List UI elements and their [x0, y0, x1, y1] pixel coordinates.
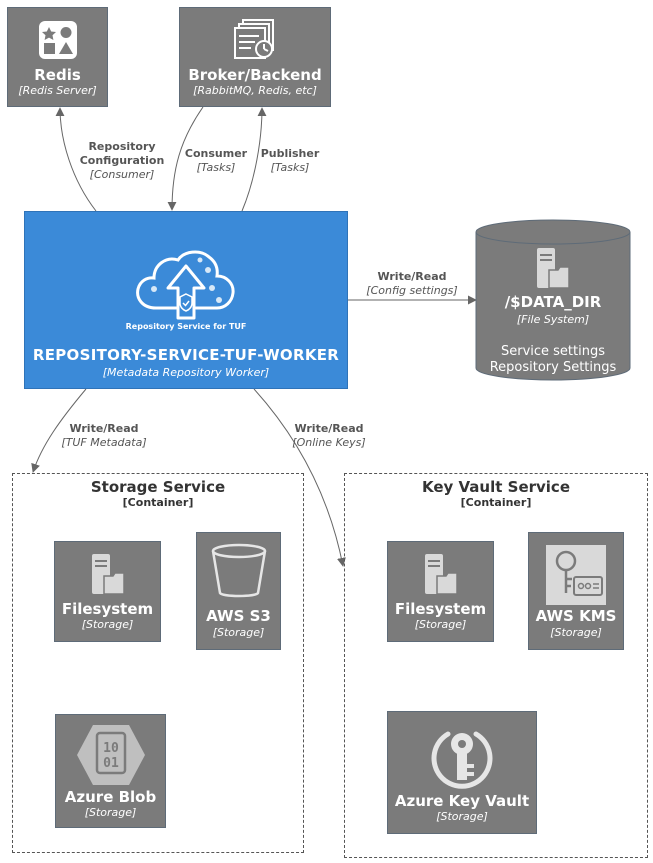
- azure-key-vault-title: Azure Key Vault: [394, 792, 530, 810]
- arrow-worker-to-redis: [55, 107, 97, 212]
- shapes-icon: [8, 20, 107, 60]
- redis-node[interactable]: Redis [Redis Server]: [7, 7, 108, 107]
- storage-filesystem-title: Filesystem: [61, 600, 154, 618]
- svg-text:01: 01: [103, 756, 119, 771]
- aws-s3-tech: [Storage]: [212, 626, 265, 639]
- relation-label-repo-config: Repository Configuration [Consumer]: [79, 140, 165, 181]
- aws-s3-node[interactable]: AWS S3 [Storage]: [196, 532, 281, 650]
- key-vault-service-title: Key Vault Service: [421, 478, 570, 496]
- azure-blob-title: Azure Blob: [64, 788, 157, 806]
- broker-tech: [RabbitMQ, Redis, etc]: [193, 84, 317, 97]
- server-folder-icon: [476, 246, 630, 290]
- broker-title: Broker/Backend: [188, 66, 322, 84]
- arrow-worker-to-broker: [241, 107, 267, 212]
- data-dir-description-line2: Repository Settings: [489, 360, 617, 375]
- redis-title: Redis: [34, 66, 81, 84]
- keyvault-filesystem-tech: [Storage]: [414, 618, 467, 631]
- azure-key-vault-tech: [Storage]: [436, 810, 488, 823]
- arrow-broker-to-worker: [167, 106, 204, 211]
- data-dir-tech: [File System]: [516, 313, 590, 326]
- azure-blob-tech: [Storage]: [84, 806, 137, 819]
- keyvault-filesystem-title: Filesystem: [394, 600, 487, 618]
- aws-kms-node[interactable]: AWS KMS [Storage]: [528, 532, 624, 650]
- broker-node[interactable]: Broker/Backend [RabbitMQ, Redis, etc]: [179, 7, 331, 107]
- storage-service-title: Storage Service: [90, 478, 226, 496]
- arrow-worker-to-storage: [31, 388, 87, 473]
- relation-label-config-rw: Write/Read [Config settings]: [366, 270, 458, 297]
- keyhole-icon: [388, 724, 536, 792]
- worker-tech: [Metadata Repository Worker]: [102, 366, 270, 379]
- storage-filesystem-tech: [Storage]: [81, 618, 134, 631]
- key-vault-service-boundary: Key Vault Service [Container]: [344, 473, 648, 858]
- aws-kms-title: AWS KMS: [535, 607, 617, 625]
- cloud-upload-icon: [25, 248, 347, 322]
- aws-kms-tech: [Storage]: [550, 626, 602, 639]
- worker-title: REPOSITORY-SERVICE-TUF-WORKER: [32, 346, 340, 364]
- svg-text:10: 10: [103, 741, 119, 756]
- azure-blob-node[interactable]: 10 01 Azure Blob [Storage]: [55, 714, 166, 828]
- azure-key-vault-node[interactable]: Azure Key Vault [Storage]: [387, 711, 537, 834]
- data-dir-description-line1: Service settings: [500, 344, 606, 359]
- keyvault-filesystem-node[interactable]: Filesystem [Storage]: [387, 541, 494, 642]
- storage-filesystem-node[interactable]: Filesystem [Storage]: [54, 541, 161, 642]
- relation-label-keys-rw: Write/Read [Online Keys]: [292, 422, 366, 449]
- redis-tech: [Redis Server]: [18, 84, 97, 97]
- server-folder-icon: [388, 552, 493, 596]
- aws-s3-title: AWS S3: [206, 607, 271, 625]
- relation-label-publisher: Publisher [Tasks]: [260, 147, 320, 174]
- storage-service-boundary: Storage Service [Container]: [12, 473, 304, 853]
- key-vault-service-type: [Container]: [460, 496, 532, 509]
- arrow-worker-to-keyvault: [253, 388, 346, 567]
- repository-service-tuf-worker-node[interactable]: Repository Service for TUF REPOSITORY-SE…: [24, 211, 348, 389]
- task-list-icon: [180, 18, 330, 60]
- server-folder-icon: [55, 552, 160, 596]
- data-dir-title: /$DATA_DIR: [504, 293, 602, 311]
- binary-hexagon-icon: 10 01: [56, 723, 165, 787]
- data-dir-cylinder[interactable]: [475, 219, 631, 381]
- storage-service-type: [Container]: [122, 496, 194, 509]
- relation-label-consumer: Consumer [Tasks]: [184, 147, 248, 174]
- bucket-icon: [197, 543, 280, 599]
- worker-icon-caption: Repository Service for TUF: [125, 322, 247, 331]
- relation-label-metadata-rw: Write/Read [TUF Metadata]: [61, 422, 147, 449]
- key-card-icon: [529, 543, 623, 607]
